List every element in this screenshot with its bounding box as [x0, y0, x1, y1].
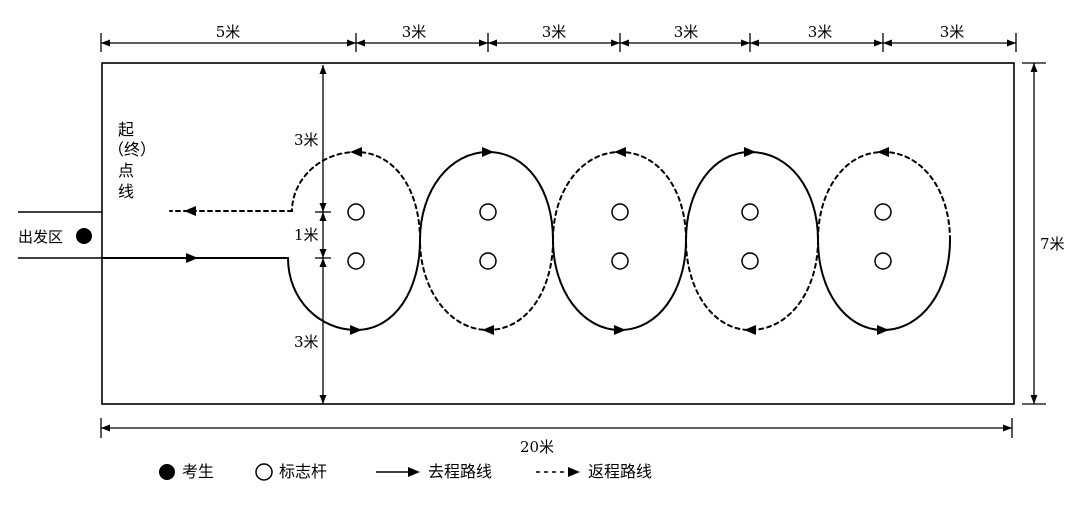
- marker-pole-icon: [741, 252, 759, 270]
- right-dimension-line: [1022, 62, 1046, 405]
- dim-label-1m: 1米: [294, 226, 319, 244]
- start-finish-char-2: （终: [108, 140, 140, 159]
- legend-examinee-label: 考生: [182, 462, 214, 481]
- arrow-right-icon: [568, 467, 580, 477]
- dim-label-5m: 5米: [216, 23, 241, 41]
- start-finish-char-4: 线: [118, 182, 134, 201]
- start-area-lanes: [18, 211, 102, 259]
- dim-label-7m: 7米: [1040, 235, 1065, 253]
- start-finish-paren-close: ）: [140, 140, 156, 159]
- return-route-loop-5: [817, 150, 951, 241]
- marker-pole-icon: [347, 252, 365, 270]
- dim-label-bottom-3m: 3米: [294, 333, 319, 351]
- legend-outbound-label: 去程路线: [428, 462, 492, 481]
- route-direction-arrows: [184, 147, 889, 335]
- marker-pole-icon: [611, 252, 629, 270]
- marker-pole-icon: [479, 203, 497, 221]
- marker-pole-icon: [347, 203, 365, 221]
- arrow-left-icon: [482, 325, 494, 335]
- return-route-loop-3: [552, 150, 687, 241]
- arrow-left-icon: [350, 147, 362, 157]
- top-dimension-line: [100, 33, 1017, 52]
- start-area-label: 出发区: [18, 228, 63, 246]
- legend-marker-pole-label: 标志杆: [279, 462, 327, 481]
- arrow-right-icon: [877, 325, 889, 335]
- dim-label-3m-1: 3米: [402, 23, 427, 41]
- legend-return-label: 返程路线: [588, 462, 652, 481]
- marker-pole-icon: [611, 203, 629, 221]
- return-route-loop-4: [685, 239, 819, 332]
- start-finish-char-3: 点: [118, 161, 134, 180]
- arrow-right-icon: [350, 325, 362, 335]
- legend: 考生 标志杆 去程路线 返程路线: [159, 462, 652, 481]
- start-finish-char-1: 起: [118, 120, 134, 139]
- dim-label-3m-4: 3米: [808, 23, 833, 41]
- outbound-route-loop-2: [419, 150, 554, 241]
- dim-label-3m-2: 3米: [542, 23, 567, 41]
- marker-pole-icon: [874, 203, 892, 221]
- arrow-right-icon: [482, 147, 494, 157]
- legend-marker-pole-icon: [255, 463, 273, 481]
- dim-label-top-3m: 3米: [294, 131, 319, 149]
- arrow-right-icon: [614, 325, 626, 335]
- marker-pole-icon: [874, 252, 892, 270]
- dim-label-3m-5: 3米: [940, 23, 965, 41]
- dim-label-3m-3: 3米: [674, 23, 699, 41]
- arrow-right-icon: [408, 467, 420, 477]
- arrow-left-icon: [744, 325, 756, 335]
- arrow-right-icon: [186, 253, 198, 263]
- marker-pole-icon: [741, 203, 759, 221]
- marker-pole-icon: [479, 252, 497, 270]
- inner-vertical-dimension: [315, 65, 331, 404]
- arrow-left-icon: [877, 147, 889, 157]
- arrow-left-icon: [184, 206, 196, 216]
- marker-poles: [347, 203, 892, 270]
- dim-label-20m: 20米: [520, 438, 554, 456]
- examinee-marker: [76, 228, 92, 244]
- bottom-dimension-line: [100, 418, 1013, 438]
- outbound-route-loop-4: [685, 150, 819, 241]
- legend-examinee-icon: [159, 464, 175, 480]
- arrow-right-icon: [744, 147, 756, 157]
- arrow-left-icon: [614, 147, 626, 157]
- field-boundary: [101, 62, 1015, 405]
